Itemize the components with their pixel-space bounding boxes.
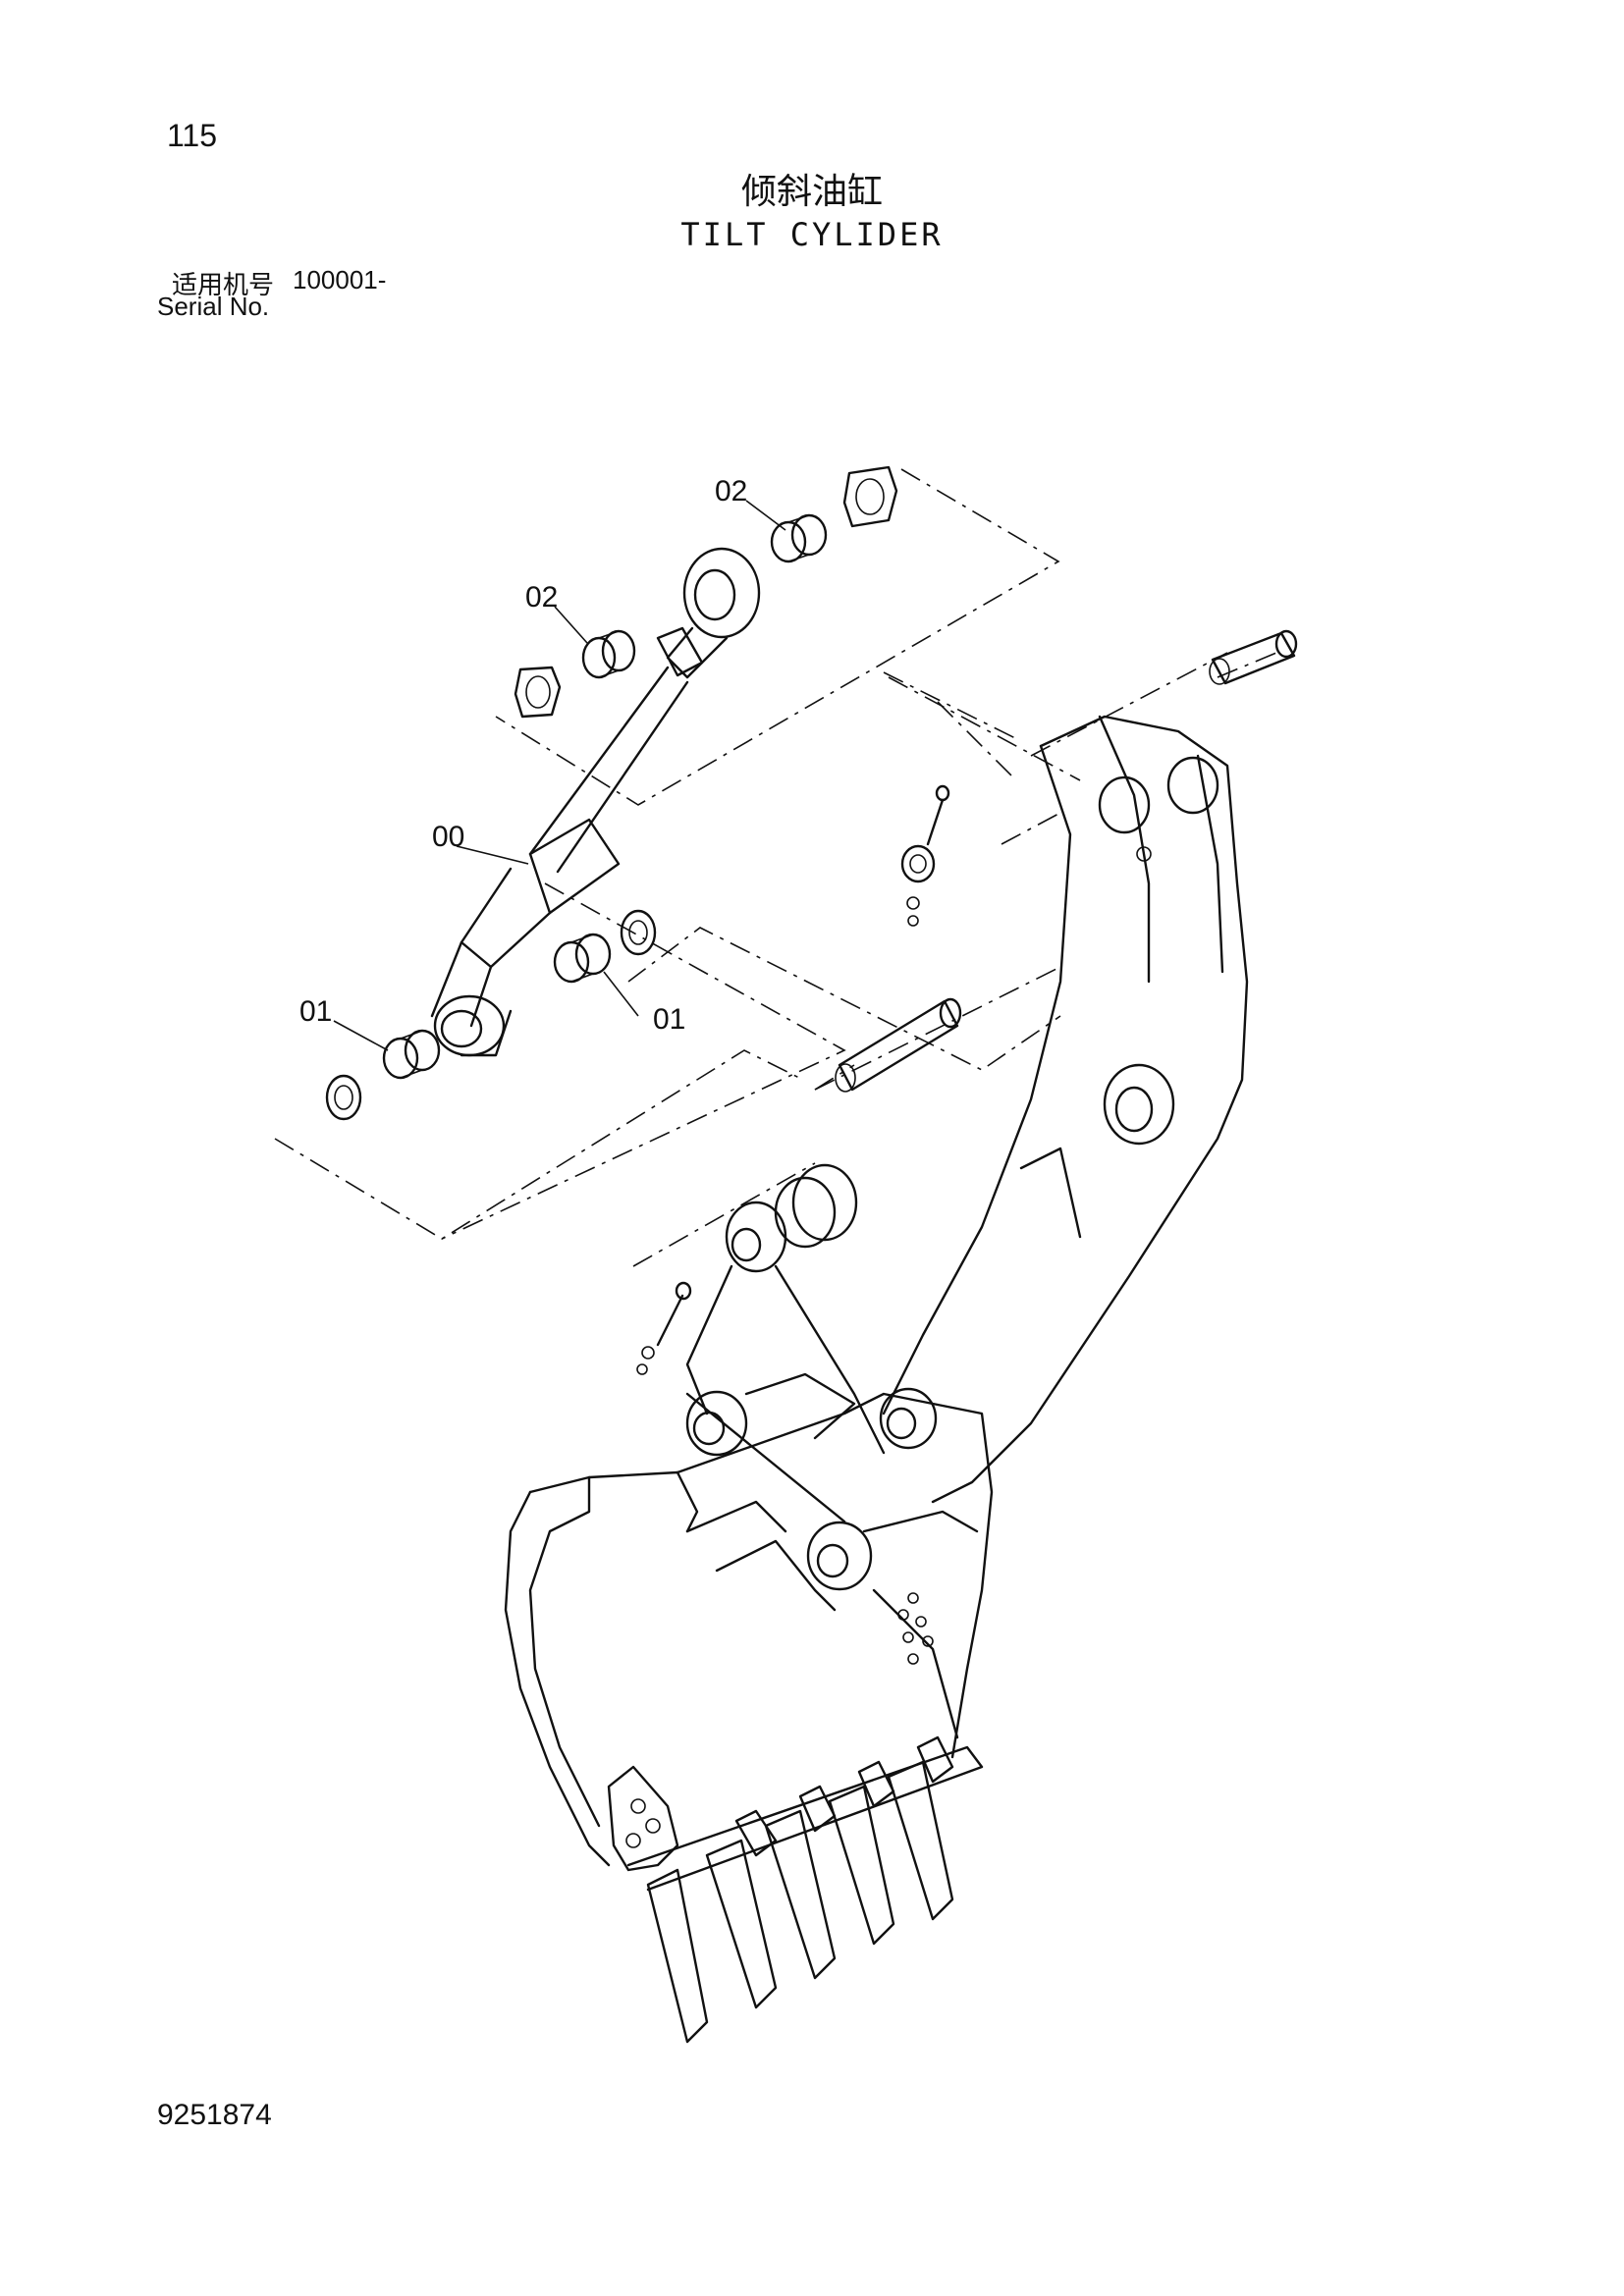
shim-plate-icon <box>620 909 657 956</box>
shim-plate-icon <box>514 666 562 719</box>
pin-icon <box>1209 629 1298 685</box>
link-icon <box>685 1163 979 1591</box>
bolt-pattern-icon <box>897 1592 934 1665</box>
serial-number-value: 100001- <box>293 265 387 294</box>
bushing-icon <box>770 513 828 563</box>
callout-00: 00 <box>432 821 464 853</box>
serial-label-chinese: 适用机号 <box>172 271 275 300</box>
bucket-teeth <box>646 1735 954 2044</box>
shim-plate-icon <box>842 465 898 528</box>
bushing-icon <box>382 1029 441 1080</box>
callout-02-top: 02 <box>715 475 747 507</box>
callout-leaders <box>333 500 786 1051</box>
bolt-icon <box>900 784 950 927</box>
bolt-icon <box>636 1281 692 1375</box>
callout-01-right: 01 <box>653 1003 685 1036</box>
bucket-icon <box>504 1392 994 2044</box>
page-number: 115 <box>167 118 218 153</box>
callout-01-left: 01 <box>299 995 332 1028</box>
callout-02-mid: 02 <box>525 581 558 614</box>
page-title-chinese: 倾斜油缸 <box>740 172 883 212</box>
assembly-guide-lines <box>274 468 1277 1267</box>
arm-bracket-icon <box>882 715 1249 1504</box>
shim-plate-icon <box>325 1074 362 1121</box>
bushing-icon <box>581 629 636 679</box>
document-number: 9251874 <box>157 2099 272 2131</box>
tilt-cylinder-icon <box>430 547 761 1057</box>
pin-icon <box>835 997 962 1093</box>
serial-label-english: Serial No. <box>157 292 270 321</box>
bushing-icon <box>553 933 612 984</box>
page-title-english: TILT CYLIDER <box>680 216 944 253</box>
